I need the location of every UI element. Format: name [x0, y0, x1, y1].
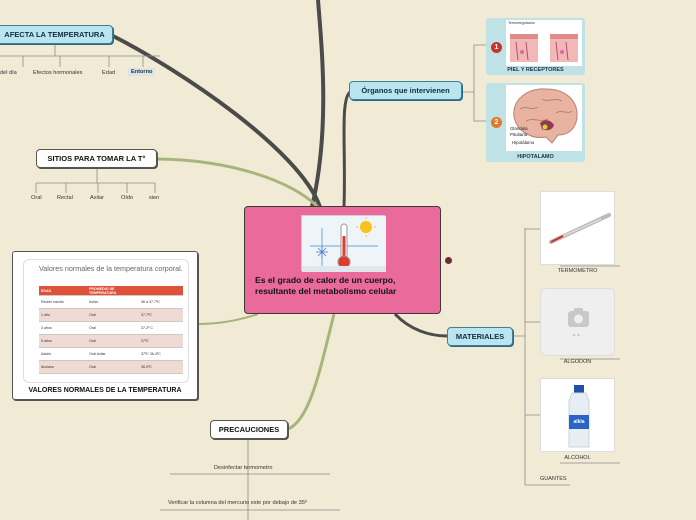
table-cell: Oral Axilar: [87, 347, 139, 361]
organos-topic[interactable]: Órganos que intervienen: [349, 81, 462, 100]
alcohol-brand-label: alkla: [573, 419, 585, 425]
algodon-image[interactable]: [540, 288, 615, 356]
hipotalamo-caption: HIPOTALAMO: [517, 154, 554, 160]
precaucion-verificar-mercurio[interactable]: Verificar la columna del mercurio este p…: [168, 500, 307, 506]
piel-image-label: Termorregulación: [508, 21, 536, 25]
precauciones-topic[interactable]: PRECAUCIONES: [210, 420, 288, 439]
termometro-caption: TERMOMETRO: [557, 268, 598, 274]
table-row: Anciano Oral 36.0ºC: [39, 360, 183, 374]
table-cell: Oral: [87, 308, 139, 322]
thermometer-sun-icon: [302, 216, 386, 272]
table-row: 1 año Oral 37.7ºC: [39, 308, 183, 322]
table-cell: Oral: [87, 334, 139, 348]
thermometer-icon: [549, 213, 611, 244]
table-cell: Recién nacido: [39, 295, 87, 309]
sitio-axilar[interactable]: Axilar: [90, 195, 104, 201]
table-cell: 5 años: [39, 334, 87, 348]
table-cell: Anciano: [39, 360, 87, 374]
guantes-caption[interactable]: GUANTES: [540, 476, 567, 482]
camera-placeholder-icon: [568, 308, 589, 337]
materiales-title: MATERIALES: [455, 332, 505, 341]
table-cell: 37ºC 36.4ºC: [139, 347, 183, 361]
table-cell: 37.2º C: [139, 321, 183, 335]
valores-table-image: Valores normales de la temperatura corpo…: [23, 259, 189, 383]
table-cell: 36 a 37.7ºC: [139, 295, 183, 309]
valores-header-empty: [139, 286, 183, 296]
materiales-topic[interactable]: MATERIALES: [447, 327, 513, 346]
table-cell: 3 años: [39, 321, 87, 335]
central-link-icon[interactable]: [445, 257, 452, 264]
table-row: Recién nacido Axilar 36 a 37.7ºC: [39, 295, 183, 309]
hipotalamo-image: Glandula Pituitaria Hipotálamo: [506, 85, 582, 151]
alcohol-image[interactable]: alkla: [540, 378, 615, 452]
central-topic[interactable]: Es el grado de calor de un cuerpo, resul…: [244, 206, 441, 314]
number-badge-1: 1: [491, 42, 502, 53]
table-cell: 37.7ºC: [139, 308, 183, 322]
valores-header-promedio: PROMEDIO DE TEMPERATURA: [87, 286, 139, 296]
organos-title: Órganos que intervienen: [361, 86, 450, 95]
hipotalamo-label-pituitaria: Pituitaria: [510, 132, 528, 137]
brain-icon: [513, 88, 578, 144]
precaucion-desinfectar[interactable]: Desinfectar termometro: [214, 465, 273, 471]
hipotalamo-label-glandula: Glandula: [510, 126, 528, 131]
skin-layers-icon: [510, 34, 578, 62]
table-cell: 37ºC: [139, 334, 183, 348]
thermometer-illustration: [301, 215, 386, 272]
sitios-title: SITIOS PARA TOMAR LA T°: [47, 154, 146, 163]
table-row: Adulto Oral Axilar 37ºC 36.4ºC: [39, 347, 183, 361]
alcohol-caption: ALCOHOL: [564, 455, 591, 461]
table-cell: Adulto: [39, 347, 87, 361]
sitio-oral[interactable]: Oral: [31, 195, 42, 201]
table-cell: Axilar: [87, 295, 139, 309]
afecta-item-hormonales[interactable]: Efectos hormonales: [33, 70, 83, 76]
alcohol-bottle-icon: [568, 385, 590, 448]
table-cell: 1 año: [39, 308, 87, 322]
sitio-sien[interactable]: sien: [149, 195, 160, 201]
hipotalamo-card[interactable]: Glandula Pituitaria Hipotálamo 2 HIPOTAL…: [486, 83, 585, 162]
afecta-item-edad[interactable]: Edad: [102, 70, 116, 76]
number-badge-2: 2: [491, 117, 502, 128]
afecta-item-entorno[interactable]: Entorno: [128, 68, 156, 76]
piel-receptores-image: Termorregulación: [506, 20, 582, 66]
precauciones-title: PRECAUCIONES: [218, 425, 280, 434]
valores-table-title: Valores normales de la temperatura corpo…: [39, 264, 183, 273]
table-cell: Oral: [87, 360, 139, 374]
table-row: 3 años Oral 37.2º C: [39, 321, 183, 335]
afecta-temperatura-topic[interactable]: AFECTA LA TEMPERATURA: [0, 25, 113, 44]
valores-title: VALORES NORMALES DE LA TEMPERATURA: [28, 387, 182, 394]
piel-caption: PIEL Y RECEPTORES: [507, 67, 564, 73]
algodon-caption: ALGODON: [563, 359, 592, 365]
sitio-oido[interactable]: Oído: [121, 195, 134, 201]
table-cell: 36.0ºC: [139, 360, 183, 374]
piel-card[interactable]: Termorregulación 1 PIEL Y RECEPTORES: [486, 18, 585, 75]
central-text: Es el grado de calor de un cuerpo, resul…: [255, 275, 397, 296]
table-cell: Oral: [87, 321, 139, 335]
table-row: 5 años Oral 37ºC: [39, 334, 183, 348]
sitios-topic[interactable]: SITIOS PARA TOMAR LA T°: [36, 149, 157, 168]
afecta-item-dia[interactable]: del día: [0, 70, 17, 76]
termometro-image[interactable]: [540, 191, 615, 265]
valores-card[interactable]: Valores normales de la temperatura corpo…: [12, 251, 198, 400]
hipotalamo-label-hipotalamo: Hipotálamo: [512, 140, 535, 145]
afecta-temperatura-title: AFECTA LA TEMPERATURA: [4, 30, 105, 39]
valores-header-edad: EDAD: [39, 286, 87, 296]
sitio-rectal[interactable]: Rectal: [57, 195, 73, 201]
valores-table: EDAD PROMEDIO DE TEMPERATURA Recién naci…: [39, 286, 183, 374]
